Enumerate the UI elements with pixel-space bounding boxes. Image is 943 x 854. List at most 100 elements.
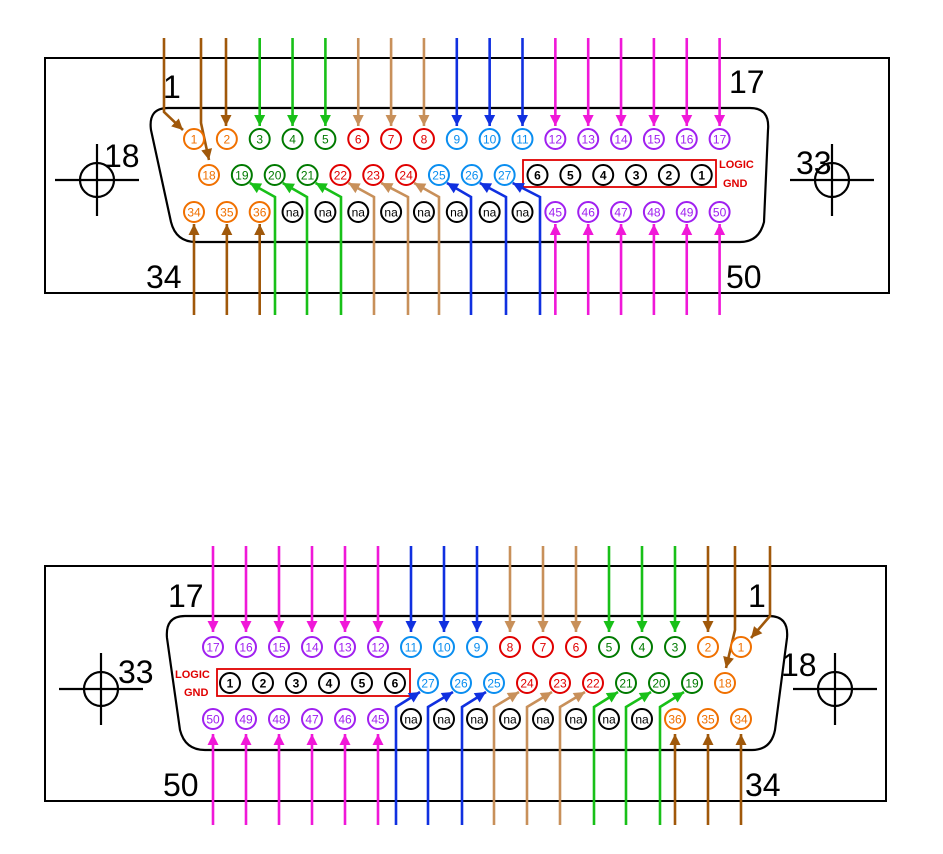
top-logic-gnd-box xyxy=(522,159,717,188)
bottom-row3-pin: na xyxy=(532,708,554,730)
top-arrow-pin xyxy=(319,38,331,126)
bottom-row3-pin: na xyxy=(400,708,422,730)
top-row3-pin: 49 xyxy=(675,201,698,223)
top-row3-pin: na xyxy=(380,201,403,223)
top-row1-pin-label: 13 xyxy=(582,133,596,147)
top-row1-pin-label: 6 xyxy=(355,133,362,147)
top-corner-label-34: 34 xyxy=(146,259,182,295)
bottom-row3-pin-label: na xyxy=(536,713,550,727)
top-row1-pin-label: 2 xyxy=(224,133,231,147)
top-row3-pin: 35 xyxy=(215,201,238,223)
bottom-corner-label-50: 50 xyxy=(163,767,199,803)
bottom-arrow-pin-row2 xyxy=(525,690,553,825)
bottom-arrow-pin-row3 xyxy=(372,734,384,825)
bottom-arrow-pin-row2 xyxy=(558,690,586,825)
bottom-row1-pin: 10 xyxy=(433,636,455,658)
bottom-arrow-pin xyxy=(273,546,285,632)
top-row3-pin: 45 xyxy=(544,201,567,223)
top-row1-pin: 11 xyxy=(511,128,534,150)
bottom-row1-pin-label: 14 xyxy=(305,641,319,655)
top-row3-pin-label: 47 xyxy=(614,206,628,220)
bottom-arrow-pin-row3 xyxy=(702,734,714,825)
bottom-row2-pin: 25 xyxy=(483,672,505,694)
top-row2-pin-label: 18 xyxy=(202,169,216,183)
bottom-row1-pin-label: 13 xyxy=(338,641,352,655)
bottom-arrow-pin xyxy=(504,546,516,632)
top-row2-pin: 27 xyxy=(493,164,516,186)
top-row1-pin: 2 xyxy=(215,128,238,150)
bottom-arrow-pin xyxy=(339,546,351,632)
top-panel-frame xyxy=(44,57,890,294)
bottom-row3-pin-label: 49 xyxy=(239,713,253,727)
top-row2-pin: 20 xyxy=(263,164,286,186)
bottom-row1-pin: 15 xyxy=(268,636,290,658)
top-arrow-pin-row3 xyxy=(254,224,266,315)
bottom-row1-pin: 11 xyxy=(400,636,422,658)
top-arrow-pin-row3 xyxy=(582,224,594,315)
bottom-arrow-pin xyxy=(702,546,714,632)
bottom-connector-shell xyxy=(165,614,789,752)
bottom-row3-pin-label: na xyxy=(635,713,649,727)
top-row1-pin: 13 xyxy=(577,128,600,150)
bottom-row2-pin-label: 26 xyxy=(454,677,468,691)
bottom-row1-pin: 17 xyxy=(202,636,224,658)
bottom-row3-pin-label: 47 xyxy=(305,713,319,727)
top-row3-pin-label: na xyxy=(384,206,398,220)
bottom-arrow-pin xyxy=(570,546,582,632)
bottom-arrow-pin xyxy=(603,546,615,632)
bottom-row2-pin-label: 27 xyxy=(421,677,435,691)
top-row3-pin-label: 50 xyxy=(713,206,727,220)
top-arrow-pin-row2 xyxy=(479,181,508,315)
top-arrow-pin-row2 xyxy=(413,181,441,315)
top-row3-pin-label: na xyxy=(417,206,431,220)
top-right-mount-crosshair xyxy=(790,144,874,216)
bottom-row1-pin-label: 17 xyxy=(206,641,220,655)
top-row3-pin-label: na xyxy=(516,206,530,220)
top-row2-pin-label: 27 xyxy=(498,169,512,183)
bottom-row2-pin: 2 xyxy=(252,672,274,694)
bottom-logic-gnd-box xyxy=(216,668,411,697)
top-row1-pin-label: 5 xyxy=(322,133,329,147)
top-row3-pin: 47 xyxy=(610,201,633,223)
bottom-row2-pin: 21 xyxy=(615,672,637,694)
top-arrow-pin-row2 xyxy=(314,181,343,315)
top-row2-pin-label: 19 xyxy=(235,169,249,183)
bottom-row2-pin: 20 xyxy=(648,672,670,694)
top-arrow-pin-row3 xyxy=(221,224,233,315)
bottom-row1-pin: 13 xyxy=(334,636,356,658)
top-row2-pin-label: 22 xyxy=(334,169,348,183)
bottom-arrow-pin-row2 xyxy=(460,690,487,825)
bottom-row3-pin: 48 xyxy=(268,708,290,730)
bottom-left-mount-crosshair xyxy=(59,653,143,725)
top-row1-pin-label: 8 xyxy=(421,133,428,147)
bottom-row3-pin-label: 36 xyxy=(668,713,682,727)
bottom-row3-pin: na xyxy=(565,708,587,730)
bottom-row3-pin: na xyxy=(631,708,653,730)
bottom-arrow-pin xyxy=(405,546,417,632)
top-arrow-pin-row2 xyxy=(282,181,309,315)
top-row3-pin: na xyxy=(347,201,370,223)
bottom-row1-pin-label: 8 xyxy=(507,641,514,655)
bottom-row2-pin-label: 2 xyxy=(260,677,267,691)
top-row1-pin: 17 xyxy=(708,128,731,150)
bottom-row3-pin-label: na xyxy=(437,713,451,727)
top-row2-pin: 23 xyxy=(362,164,385,186)
bottom-row3-pin: na xyxy=(499,708,521,730)
top-row3-pin-label: na xyxy=(319,206,333,220)
bottom-row3-pin: 50 xyxy=(202,708,224,730)
bottom-row1-pin: 4 xyxy=(631,636,653,658)
bottom-row3-pin: na xyxy=(466,708,488,730)
top-row2-pin: 19 xyxy=(230,164,253,186)
bottom-row3-pin: 34 xyxy=(730,708,752,730)
top-row1-pin: 10 xyxy=(478,128,501,150)
bottom-corner-label-18: 18 xyxy=(781,647,817,683)
bottom-row2-pin: 23 xyxy=(549,672,571,694)
bottom-row2-pin-label: 18 xyxy=(718,677,732,691)
top-row1-pin: 1 xyxy=(183,128,205,150)
bottom-gnd-label: GND xyxy=(184,687,209,699)
top-arrow-pin xyxy=(352,38,364,126)
bottom-row3-pin-label: 48 xyxy=(272,713,286,727)
bottom-arrow-pin xyxy=(372,546,384,632)
top-arrow-pin-row3 xyxy=(714,224,726,315)
